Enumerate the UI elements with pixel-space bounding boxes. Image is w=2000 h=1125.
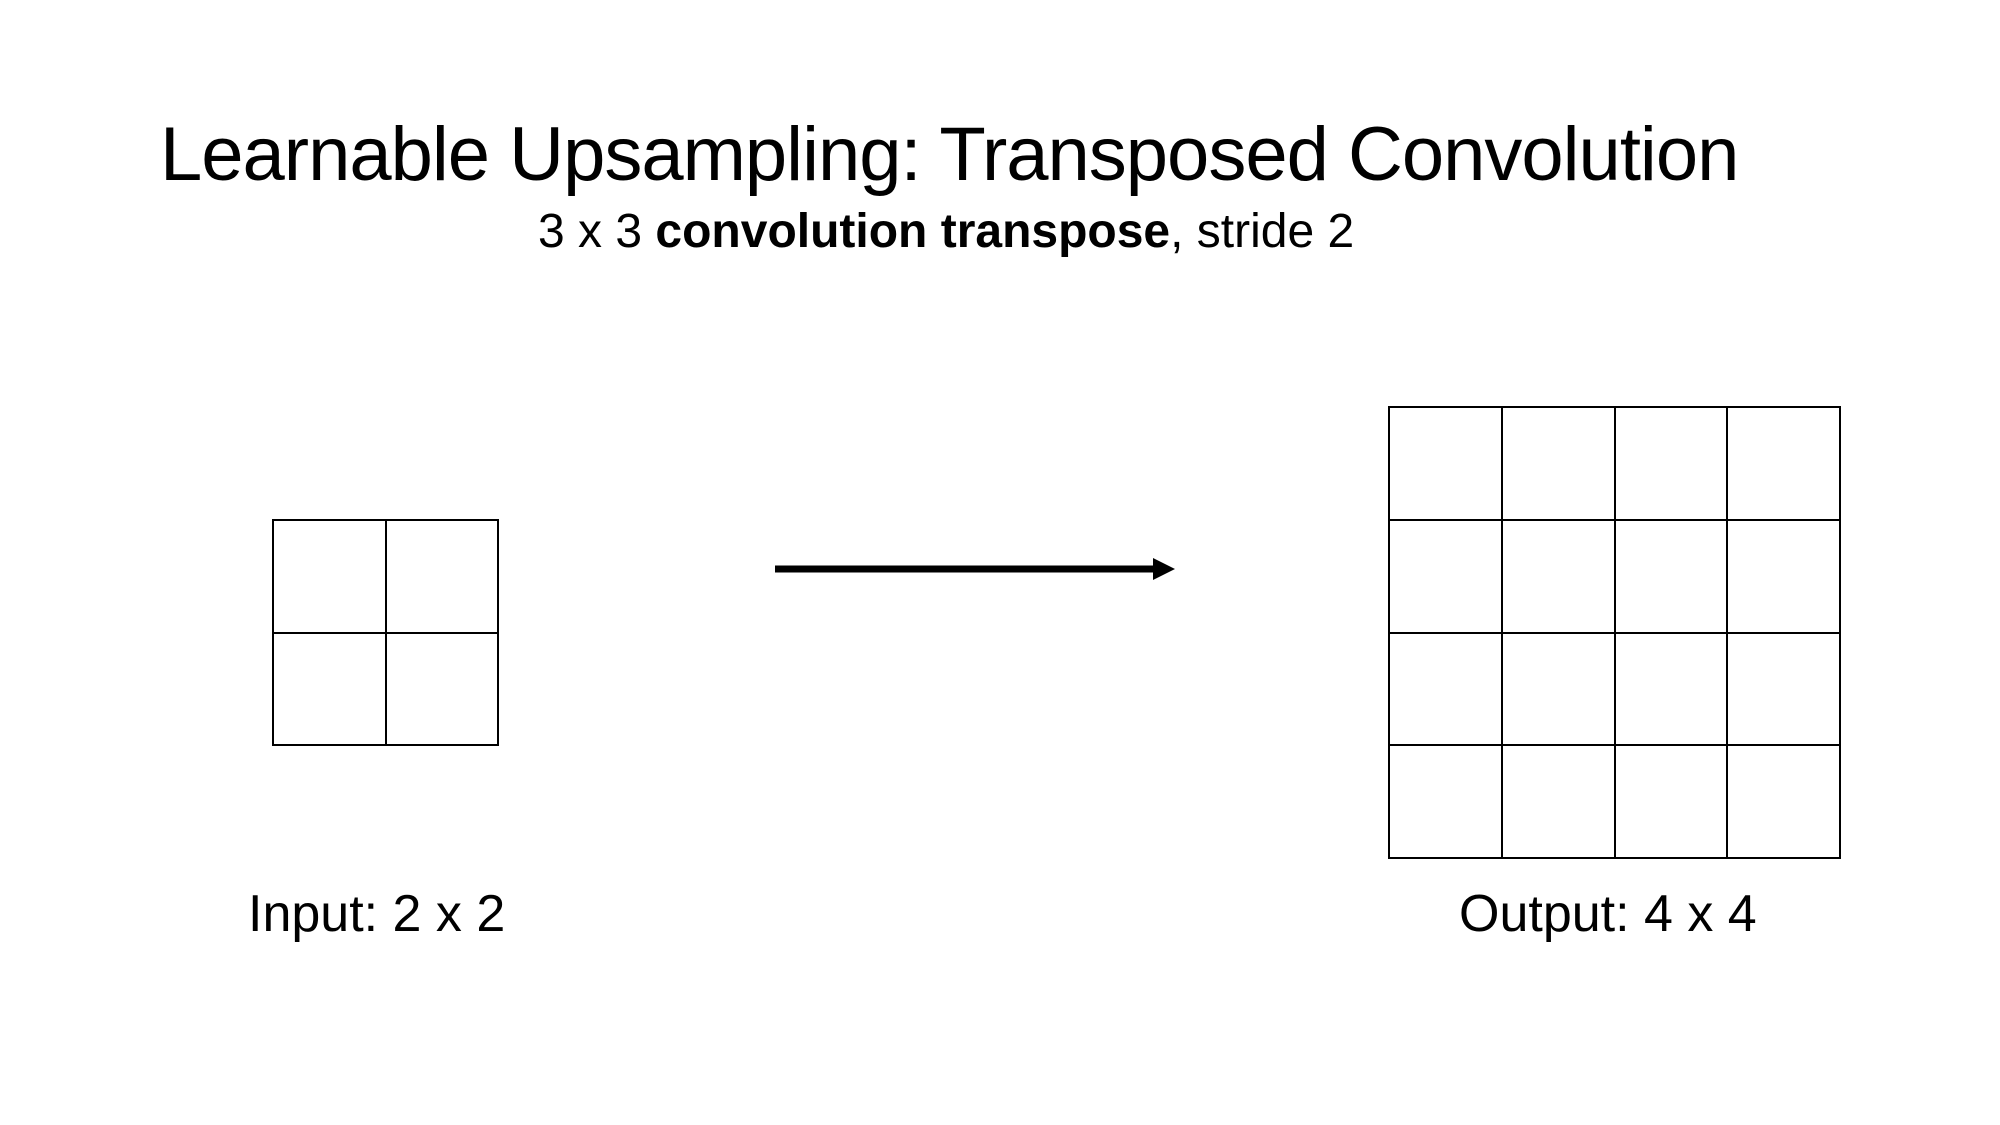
grid-cell	[1614, 745, 1728, 858]
grid-cell	[273, 520, 386, 633]
grid-cell	[1727, 632, 1840, 746]
grid-cell	[385, 520, 498, 633]
subtitle-suffix: , stride 2	[1170, 205, 1355, 258]
subtitle-bold-text: convolution transpose	[655, 205, 1171, 258]
grid-cell	[1501, 519, 1615, 633]
grid-cell	[1389, 519, 1502, 633]
grid-cell	[1501, 745, 1615, 858]
grid-cell	[1727, 407, 1840, 520]
grid-cell	[1614, 519, 1728, 633]
input-grid	[272, 519, 499, 746]
grid-cell	[273, 632, 386, 745]
grid-cell	[1389, 632, 1502, 746]
output-grid	[1388, 406, 1841, 859]
subtitle-prefix: 3 x 3	[538, 205, 656, 258]
slide-title: Learnable Upsampling: Transposed Convolu…	[160, 111, 1739, 197]
input-size-label: Input: 2 x 2	[248, 885, 506, 943]
grid-cell	[385, 632, 498, 745]
grid-cell	[1501, 407, 1615, 520]
grid-cell	[1501, 632, 1615, 746]
grid-cell	[1614, 632, 1728, 746]
right-arrow-icon	[775, 558, 1175, 580]
grid-cell	[1614, 407, 1728, 520]
slide-subtitle: 3 x 3 convolution transpose, stride 2	[538, 208, 1354, 256]
grid-cell	[1727, 745, 1840, 858]
output-size-label: Output: 4 x 4	[1459, 885, 1757, 943]
grid-cell	[1389, 407, 1502, 520]
grid-cell	[1727, 519, 1840, 633]
grid-cell	[1389, 745, 1502, 858]
